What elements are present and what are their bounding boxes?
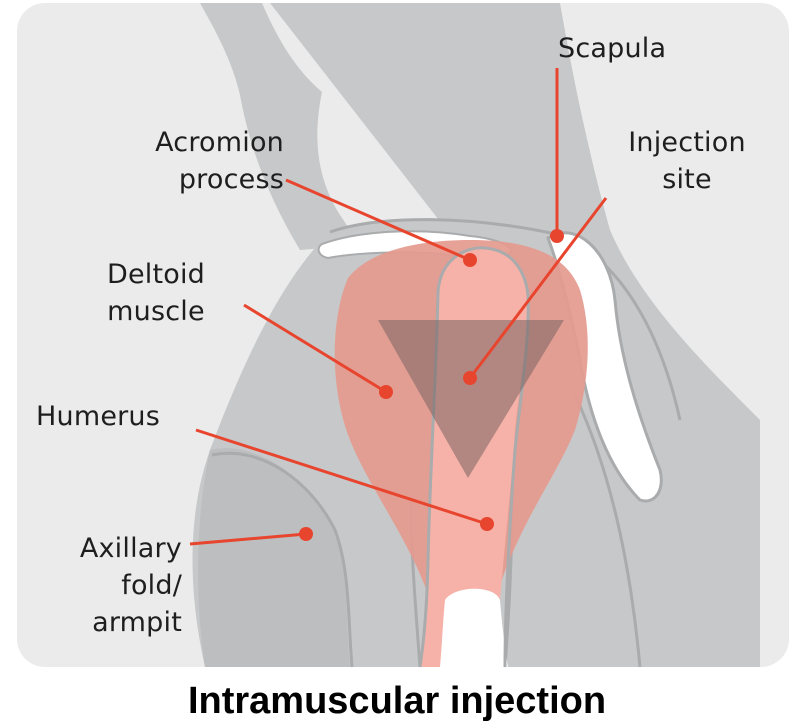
axillary-label-line3: armpit	[36, 604, 182, 641]
scapula-label-text: Scapula	[558, 30, 666, 67]
figure-caption: Intramuscular injection	[0, 678, 794, 724]
scapula-label: Scapula	[558, 30, 666, 67]
axillary-label: Axillary fold/ armpit	[36, 530, 182, 641]
injection-site-label-line2: site	[612, 161, 762, 198]
deltoid-label: Deltoid muscle	[86, 256, 226, 330]
scapula-dot	[550, 229, 564, 243]
deltoid-label-line2: muscle	[86, 293, 226, 330]
humerus-shaft	[440, 589, 508, 667]
axillary-dot	[299, 527, 313, 541]
axillary-label-line1: Axillary	[36, 530, 182, 567]
acromion-label-line2: process	[108, 161, 284, 198]
humerus-label: Humerus	[36, 398, 160, 435]
injection-dot	[463, 371, 477, 385]
humerus-dot	[480, 517, 494, 531]
acromion-label-line1: Acromion	[108, 124, 284, 161]
deltoid-label-line1: Deltoid	[86, 256, 226, 293]
injection-site-label: Injection site	[612, 124, 762, 198]
axillary-label-line2: fold/	[36, 567, 182, 604]
acromion-label: Acromion process	[108, 124, 284, 198]
injection-site-label-line1: Injection	[612, 124, 762, 161]
deltoid-dot	[379, 385, 393, 399]
humerus-label-text: Humerus	[36, 398, 160, 435]
acromion-dot	[463, 253, 477, 267]
